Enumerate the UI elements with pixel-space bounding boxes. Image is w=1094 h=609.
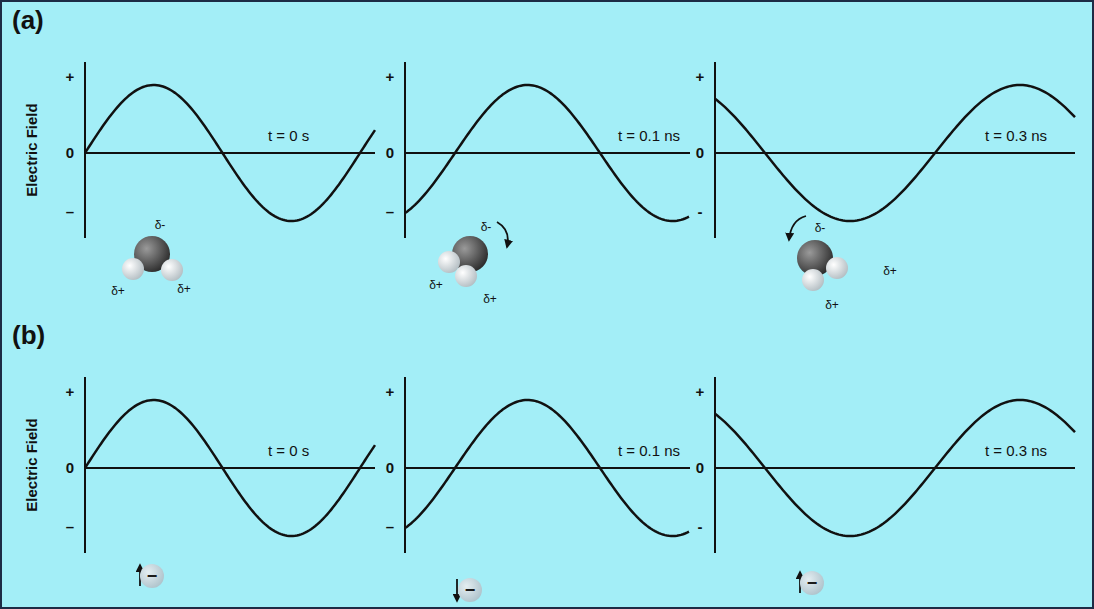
dipole-positive: δ+	[429, 279, 443, 292]
time-label: t = 0 s	[268, 128, 309, 145]
axis-tick-label: –	[386, 204, 394, 221]
water-molecule	[438, 236, 488, 287]
field-wave	[85, 85, 375, 221]
dipole-negative: δ-	[481, 221, 492, 234]
electron-symbol: −	[458, 578, 482, 602]
dipole-positive: δ+	[111, 285, 125, 298]
axis-tick-label: 0	[696, 460, 704, 477]
axis-tick-label: -	[698, 204, 703, 221]
hydrogen-atom	[455, 265, 477, 287]
water-molecule	[797, 240, 848, 291]
time-label: t = 0.1 ns	[618, 128, 680, 145]
waves	[85, 85, 1075, 536]
x-axis	[405, 152, 690, 154]
axis-tick-label: +	[66, 384, 75, 401]
electron-sign: −	[465, 581, 476, 599]
hydrogen-atom	[826, 257, 848, 279]
x-axis	[85, 152, 375, 154]
axis-tick-label: +	[696, 384, 705, 401]
axes	[85, 62, 1075, 553]
time-label: t = 0.1 ns	[618, 443, 680, 460]
water-molecule	[122, 236, 183, 281]
rotation-arrow	[789, 216, 806, 240]
axis-title: Electric Field	[24, 418, 41, 511]
axis-tick-label: 0	[66, 460, 74, 477]
axis-tick-label: –	[66, 519, 74, 536]
hydrogen-atom	[438, 251, 460, 273]
time-label: t = 0 s	[268, 443, 309, 460]
x-axis	[715, 467, 1075, 469]
field-wave	[85, 400, 375, 536]
x-axis	[405, 467, 690, 469]
y-axis	[714, 377, 716, 553]
y-axis	[714, 62, 716, 238]
time-label: t = 0.3 ns	[985, 128, 1047, 145]
hydrogen-atom	[122, 258, 144, 280]
dipole-positive: δ+	[483, 293, 497, 306]
hydrogen-atom	[802, 269, 824, 291]
time-label: t = 0.3 ns	[985, 443, 1047, 460]
axis-tick-label: 0	[386, 145, 394, 162]
field-wave	[715, 400, 1075, 536]
panel-letter: (a)	[12, 6, 44, 35]
axis-title: Electric Field	[24, 103, 41, 196]
dipole-positive: δ+	[825, 299, 839, 312]
axis-tick-label: –	[66, 204, 74, 221]
electron-symbol: −	[800, 571, 824, 595]
axis-tick-label: +	[696, 69, 705, 86]
x-axis	[85, 467, 375, 469]
axis-tick-label: -	[698, 519, 703, 536]
field-wave	[405, 85, 689, 221]
panel-letter: (b)	[12, 321, 45, 350]
axis-tick-label: 0	[386, 460, 394, 477]
rotation-arrow	[497, 222, 508, 247]
axis-tick-label: +	[386, 384, 395, 401]
axis-tick-label: –	[386, 519, 394, 536]
axis-tick-label: 0	[696, 145, 704, 162]
field-wave	[715, 85, 1075, 221]
hydrogen-atom	[161, 259, 183, 281]
field-wave	[405, 400, 689, 536]
dipole-positive: δ+	[883, 265, 897, 278]
axis-tick-label: 0	[66, 145, 74, 162]
dipole-negative: δ-	[155, 219, 166, 232]
arrows	[140, 216, 806, 601]
axis-tick-label: +	[66, 69, 75, 86]
electron-sign: −	[147, 567, 158, 585]
x-axis	[715, 152, 1075, 154]
electron-sign: −	[807, 574, 818, 592]
axis-tick-label: +	[386, 69, 395, 86]
dipole-positive: δ+	[177, 283, 191, 296]
electron-symbol: −	[140, 564, 164, 588]
dipole-negative: δ-	[815, 222, 826, 235]
